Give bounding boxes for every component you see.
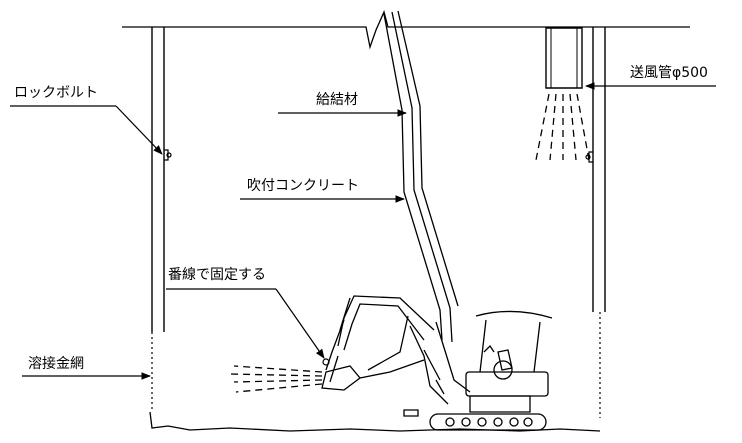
nozzle-spray: [230, 366, 322, 392]
ventilation-duct-label: 送風管φ500: [630, 65, 708, 81]
shotcrete-pipe: [384, 11, 458, 342]
left-shaft-wall: [152, 27, 164, 412]
shotcrete-label: 吹付コンクリート: [247, 178, 359, 194]
welded-mesh-label: 溶接金網: [28, 356, 84, 372]
leader-lines: [10, 82, 716, 380]
rock-bolt-heads: [164, 150, 593, 162]
binder-label: 給結材: [316, 92, 358, 108]
wire-fix-marker: [323, 359, 329, 365]
wire-fix-label: 番線で固定する: [168, 267, 266, 283]
air-spray: [536, 94, 589, 160]
rock-bolt-label: ロックボルト: [14, 85, 98, 101]
excavator: [322, 296, 552, 430]
right-shaft-wall: [593, 27, 605, 418]
ground-line: [150, 412, 600, 431]
shaft-top-ground-line: [122, 12, 690, 47]
ventilation-duct: [546, 28, 582, 88]
